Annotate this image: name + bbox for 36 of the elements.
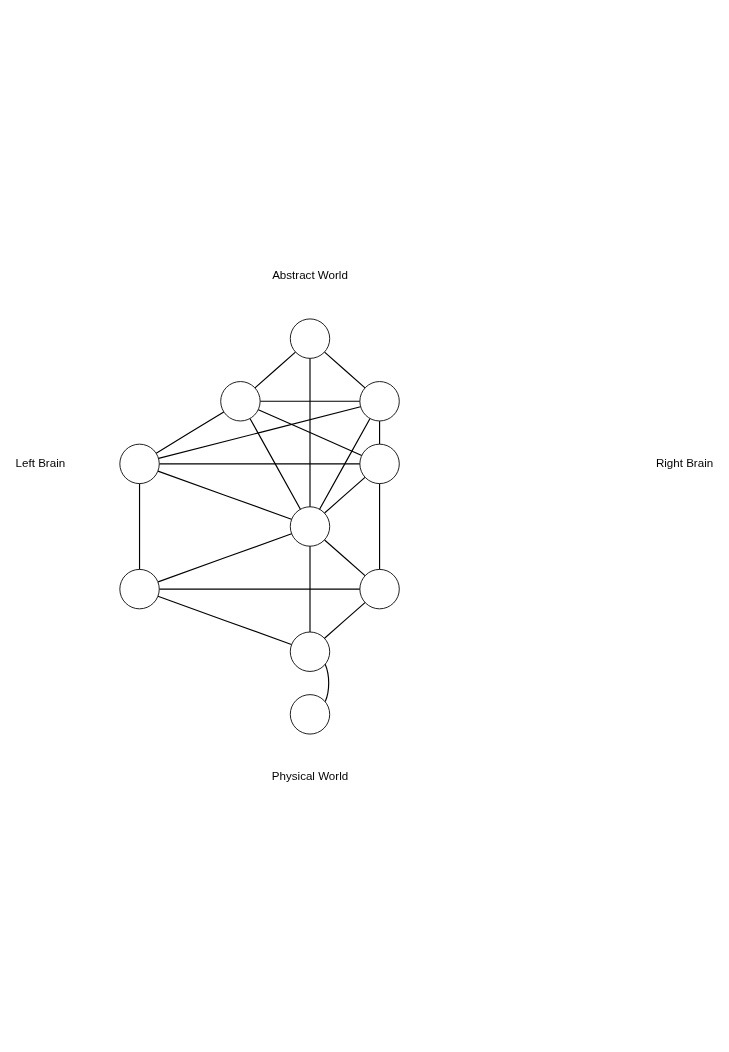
connector: [157, 595, 292, 645]
node-circle: [220, 380, 261, 421]
connector: [254, 351, 296, 388]
connector: [138, 482, 141, 570]
connector: [379, 482, 381, 570]
connector: [324, 476, 366, 514]
connector: [379, 420, 381, 445]
node-circle: [289, 505, 331, 547]
connector: [158, 405, 362, 459]
connector: [259, 400, 361, 402]
label: Physical World: [271, 769, 349, 782]
connector: [249, 417, 301, 510]
connector: [324, 663, 330, 702]
node-circle: [289, 631, 331, 672]
connector: [324, 538, 366, 576]
connector: [155, 410, 225, 454]
node-circle: [119, 443, 160, 484]
node-circle: [289, 318, 331, 359]
connector: [324, 351, 366, 388]
connector: [158, 588, 361, 590]
connector: [158, 462, 361, 464]
connector: [309, 545, 311, 633]
connector: [309, 357, 311, 507]
label: Right Brain: [655, 456, 714, 469]
connector: [157, 532, 293, 582]
connector: [257, 408, 363, 456]
node-circle: [289, 693, 331, 734]
label: Left Brain: [15, 456, 66, 469]
node-circle: [119, 568, 160, 609]
node-circle: [359, 443, 400, 484]
connector: [157, 470, 292, 520]
connector: [319, 417, 371, 510]
node-circle: [359, 380, 400, 421]
connector: [324, 601, 366, 639]
node-circle: [359, 568, 400, 609]
label: Abstract World: [272, 268, 348, 281]
